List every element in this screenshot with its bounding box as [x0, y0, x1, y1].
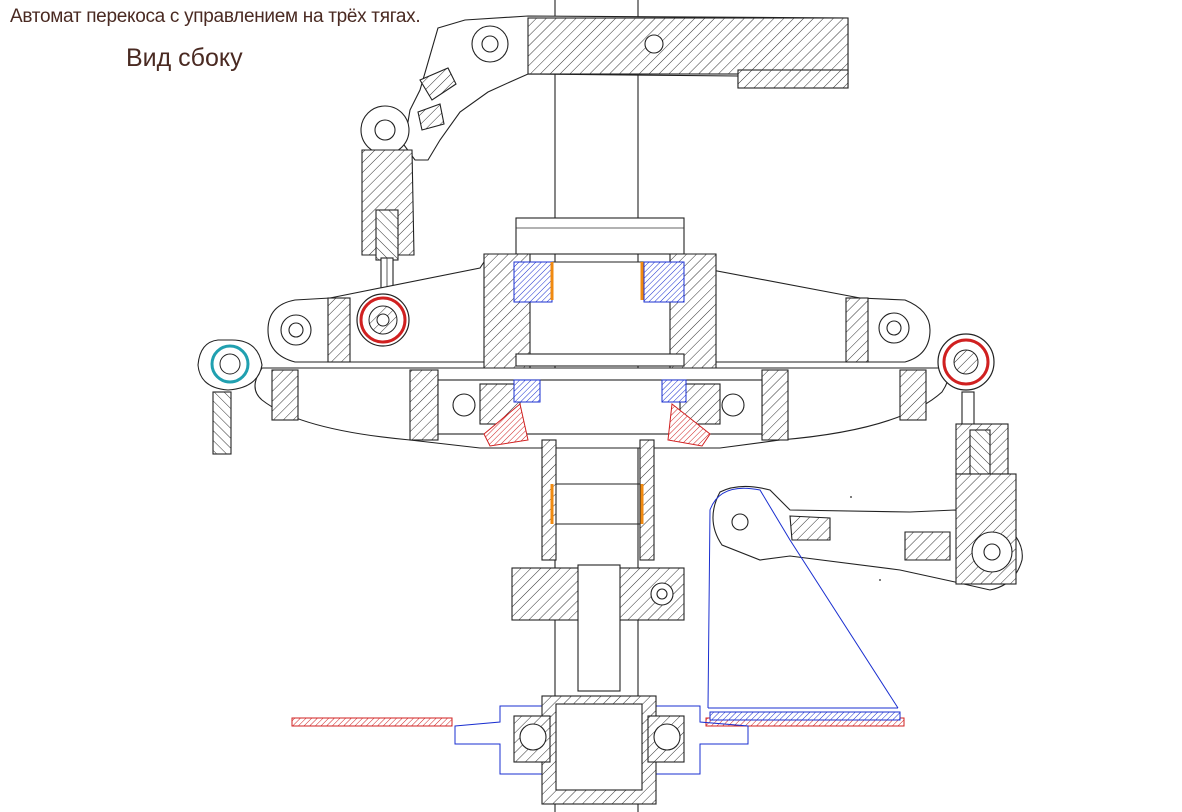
mark-dot — [850, 496, 852, 498]
guide-block — [511, 564, 685, 692]
ball-link-cyan — [197, 339, 263, 455]
lower-swashplate — [254, 353, 951, 449]
drawing-title: Автомат перекоса с управлением на трёх т… — [10, 6, 421, 27]
bellcrank-right — [712, 473, 1023, 591]
drawing-subtitle: Вид сбоку — [126, 44, 243, 72]
ball-link-left — [356, 293, 410, 347]
ball-link-right — [937, 333, 1009, 475]
top-lever — [360, 15, 849, 299]
upper-swashplate — [267, 217, 931, 371]
mark-dot — [879, 579, 881, 581]
shaft-sleeve — [541, 439, 655, 561]
bottom-bearing — [291, 695, 905, 805]
support-bracket — [707, 487, 899, 709]
